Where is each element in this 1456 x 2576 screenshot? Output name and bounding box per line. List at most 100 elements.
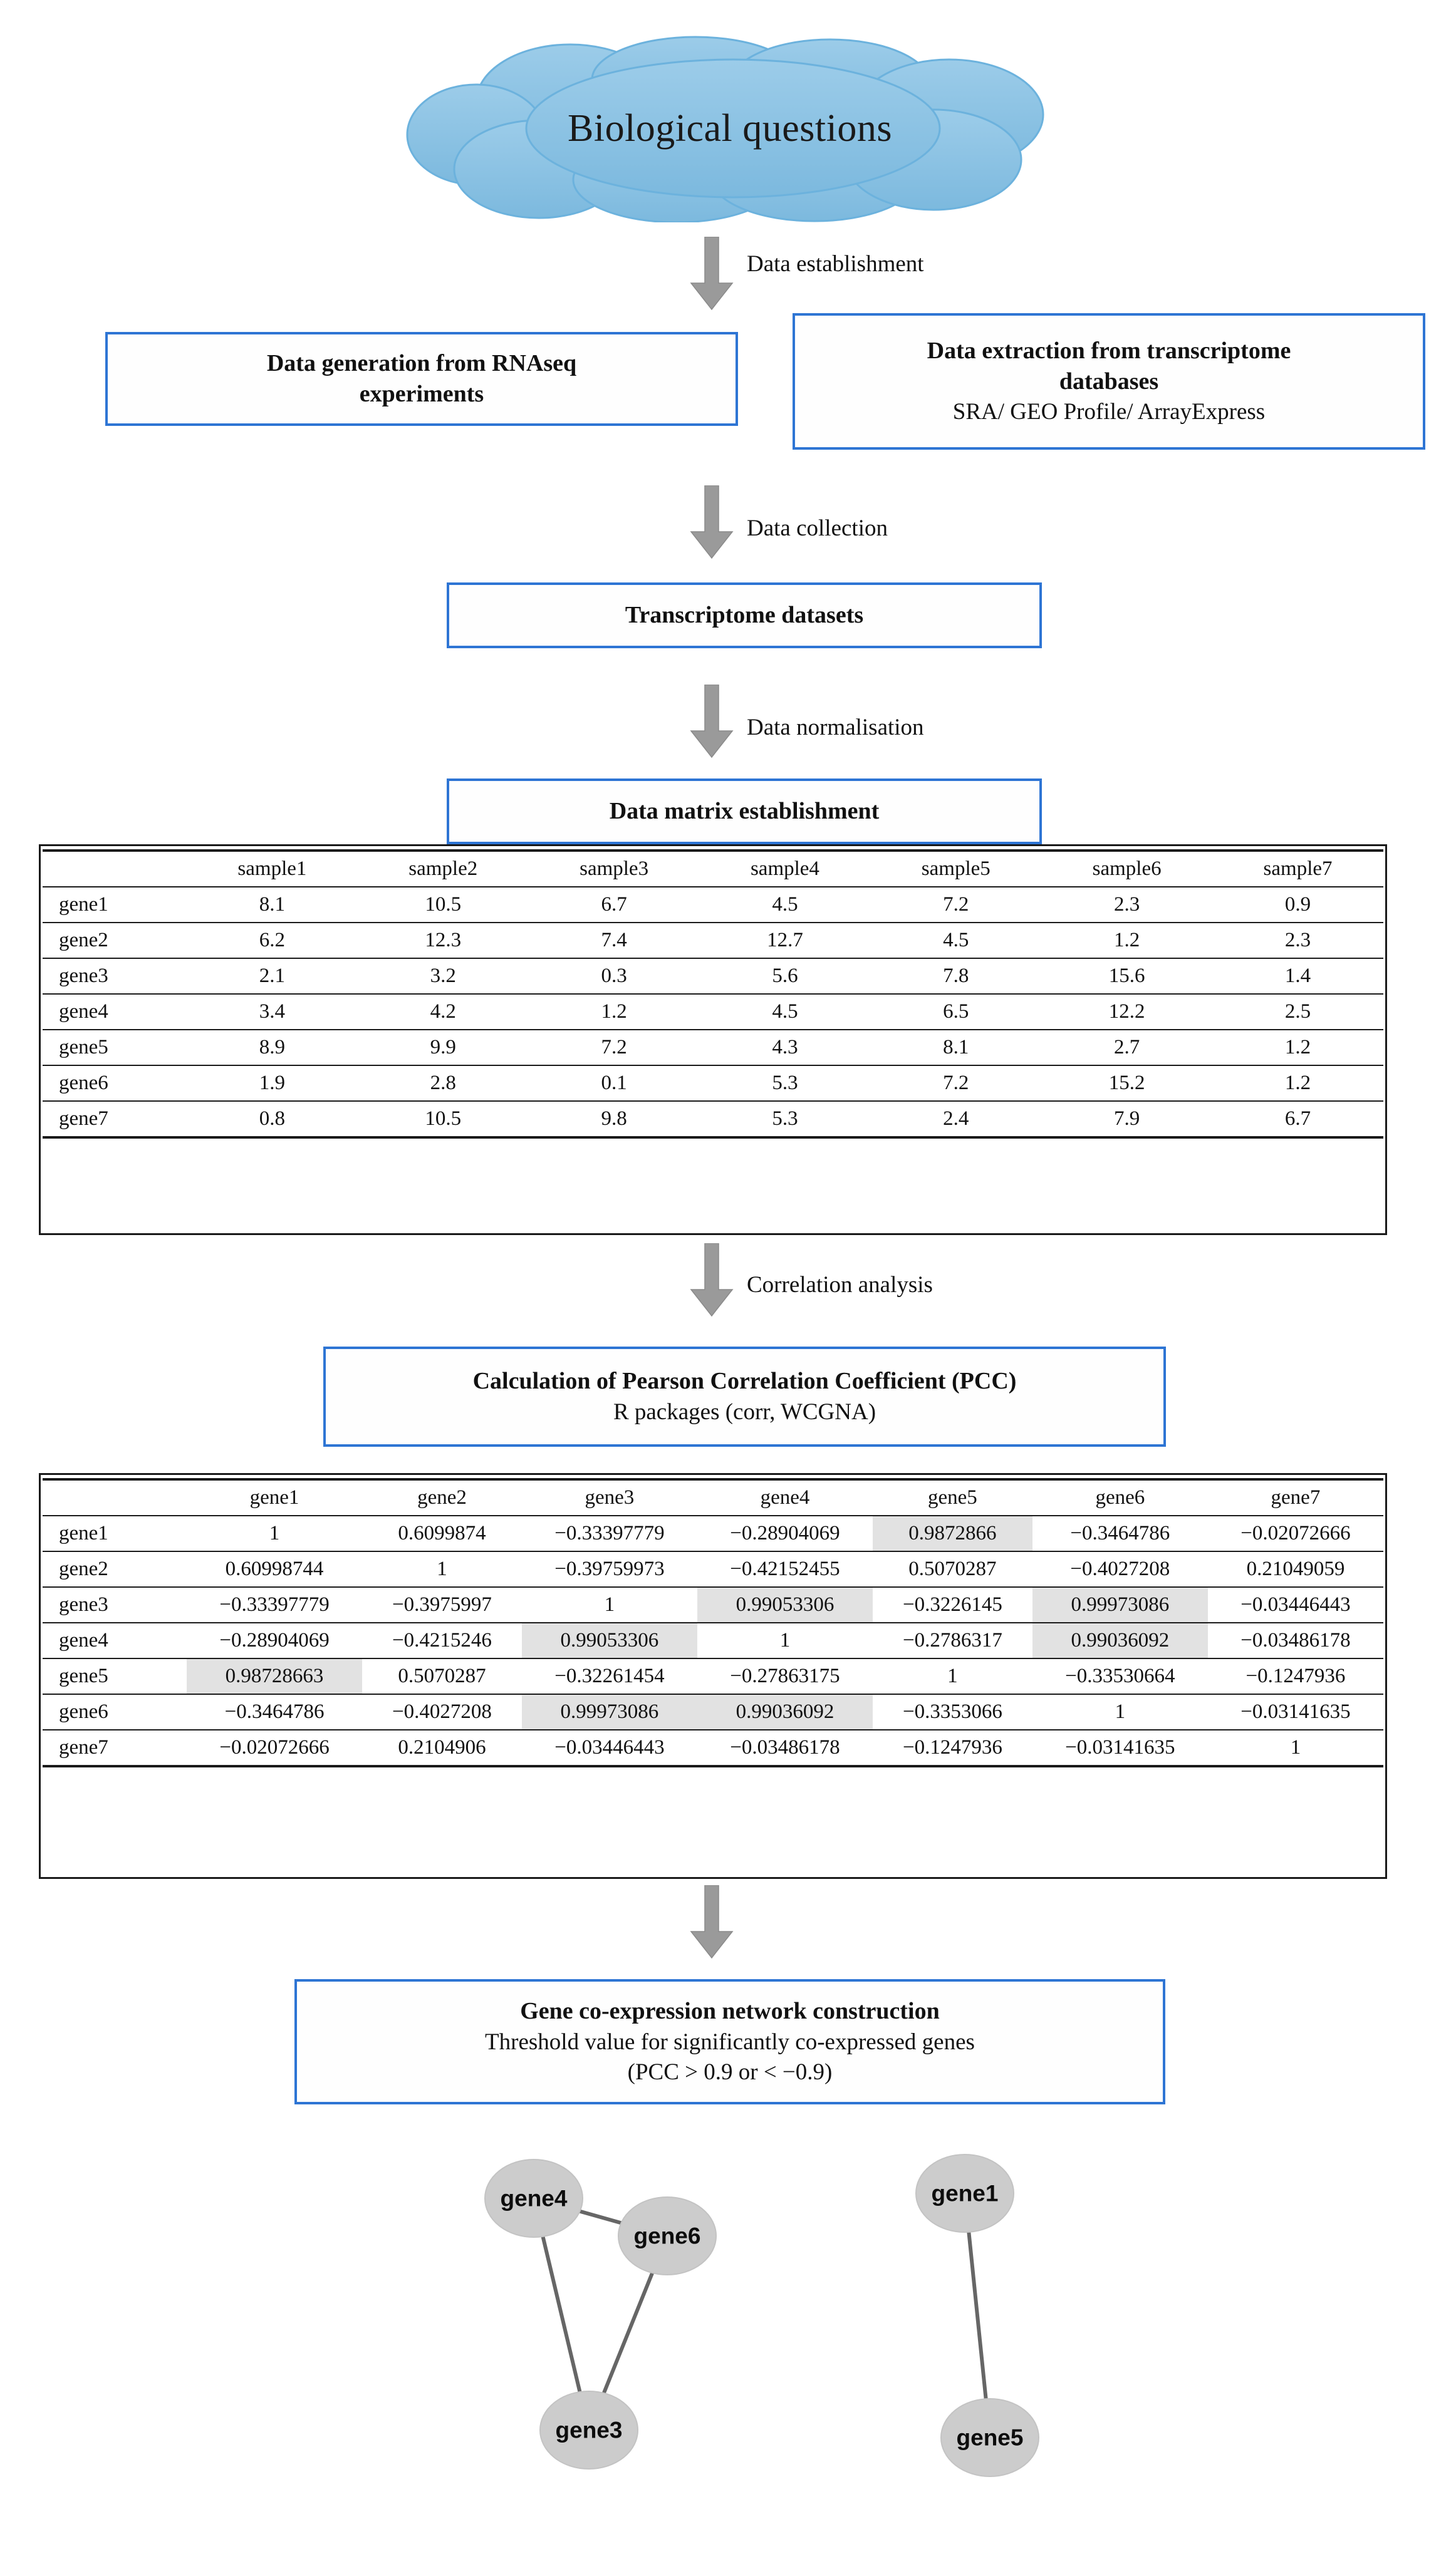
cell-gene2-gene2: 1	[362, 1551, 522, 1588]
cell-gene4-gene2: −0.4215246	[362, 1622, 522, 1659]
box-transcriptome-datasets-line1: Transcriptome datasets	[625, 601, 864, 628]
cell-gene3-sample4: 5.6	[699, 958, 871, 995]
arrow-data-normalisation-icon	[690, 685, 734, 758]
arrow-correlation-analysis-label: Correlation analysis	[747, 1272, 933, 1298]
node-label-gene1: gene1	[932, 2181, 999, 2206]
cell-gene6-sample5: 7.2	[870, 1065, 1042, 1102]
box-transcriptome-databases: Data extraction from transcriptome datab…	[793, 313, 1425, 450]
cloud-label: Biological questions	[567, 106, 893, 150]
box-pcc-line2: R packages (corr, WCGNA)	[613, 1399, 876, 1425]
cell-gene3-sample6: 15.6	[1041, 958, 1213, 995]
box-network-line1: Gene co-expression network construction	[520, 1998, 940, 2025]
cloud-shape	[406, 36, 1044, 222]
cell-gene5-sample4: 4.3	[699, 1029, 871, 1066]
arrow-data-establishment-icon	[690, 237, 734, 311]
network-node-gene1[interactable]: gene1	[915, 2154, 1014, 2233]
row-header-gene3: gene3	[43, 1586, 187, 1623]
cell-gene2-gene4: −0.42152455	[697, 1551, 873, 1588]
arrow-data-collection-icon	[690, 485, 734, 559]
cell-gene6-gene7: −0.03141635	[1207, 1694, 1383, 1730]
cell-gene5-sample1: 8.9	[187, 1029, 358, 1066]
box-data-matrix-establishment: Data matrix establishment	[447, 778, 1042, 844]
cell-gene5-gene2: 0.5070287	[362, 1658, 522, 1695]
cell-gene1-gene4: −0.28904069	[697, 1515, 873, 1552]
box-databases-line2: databases	[1059, 368, 1159, 395]
table-corner-cell	[43, 1479, 187, 1516]
cell-gene4-sample5: 6.5	[870, 993, 1042, 1030]
box-rnaseq-line1: Data generation from RNAseq	[266, 349, 577, 376]
cell-gene7-gene1: −0.02072666	[187, 1729, 363, 1767]
row-header-gene5: gene5	[43, 1029, 187, 1066]
cell-gene1-sample5: 7.2	[870, 886, 1042, 923]
box-data-matrix-line1: Data matrix establishment	[609, 797, 880, 824]
row-header-gene2: gene2	[43, 1551, 187, 1588]
cell-gene7-gene4: −0.03486178	[697, 1729, 873, 1767]
expression-matrix-frame	[39, 844, 1387, 1235]
box-pcc-line1: Calculation of Pearson Correlation Coeff…	[472, 1368, 1017, 1395]
cell-gene3-sample1: 2.1	[187, 958, 358, 995]
cell-gene6-sample3: 0.1	[528, 1065, 700, 1102]
column-header-sample6: sample6	[1041, 851, 1213, 887]
box-network-line3: (PCC > 0.9 or < −0.9)	[627, 2059, 833, 2085]
cell-gene2-sample1: 6.2	[187, 922, 358, 959]
cell-gene1-gene1: 1	[187, 1515, 363, 1552]
network-node-gene3[interactable]: gene3	[539, 2391, 638, 2470]
cell-gene4-gene4: 1	[697, 1622, 873, 1659]
row-header-gene3: gene3	[43, 958, 187, 995]
network-node-gene5[interactable]: gene5	[940, 2398, 1039, 2477]
node-label-gene6: gene6	[634, 2223, 701, 2249]
column-header-sample2: sample2	[357, 851, 529, 887]
row-header-gene1: gene1	[43, 886, 187, 923]
cell-gene5-sample2: 9.9	[357, 1029, 529, 1066]
row-header-gene6: gene6	[43, 1065, 187, 1102]
cell-gene5-sample5: 8.1	[870, 1029, 1042, 1066]
cell-gene4-gene1: −0.28904069	[187, 1622, 363, 1659]
cell-gene1-sample1: 8.1	[187, 886, 358, 923]
box-network-construction: Gene co-expression network construction …	[294, 1979, 1165, 2104]
cell-gene1-sample4: 4.5	[699, 886, 871, 923]
row-header-gene4: gene4	[43, 1622, 187, 1659]
cell-gene1-sample2: 10.5	[357, 886, 529, 923]
cell-gene4-gene7: −0.03486178	[1207, 1622, 1383, 1659]
cell-gene7-gene5: −0.1247936	[872, 1729, 1032, 1767]
cell-gene6-sample6: 15.2	[1041, 1065, 1213, 1102]
cell-gene2-gene3: −0.39759973	[521, 1551, 697, 1588]
cell-gene6-gene4: 0.99036092	[697, 1694, 873, 1730]
cell-gene4-sample7: 2.5	[1212, 993, 1383, 1030]
cell-gene6-sample4: 5.3	[699, 1065, 871, 1102]
node-ellipse-gene3	[539, 2391, 638, 2470]
cell-gene7-sample6: 7.9	[1041, 1100, 1213, 1138]
network-node-gene6[interactable]: gene6	[618, 2196, 717, 2275]
arrow-network-construction-icon	[690, 1885, 734, 1959]
cell-gene7-gene3: −0.03446443	[521, 1729, 697, 1767]
cell-gene2-sample2: 12.3	[357, 922, 529, 959]
cell-gene4-sample2: 4.2	[357, 993, 529, 1030]
cell-gene4-gene6: 0.99036092	[1032, 1622, 1208, 1659]
cell-gene6-sample7: 1.2	[1212, 1065, 1383, 1102]
cell-gene5-gene4: −0.27863175	[697, 1658, 873, 1695]
row-header-gene1: gene1	[43, 1515, 187, 1552]
cell-gene5-gene5: 1	[872, 1658, 1032, 1695]
box-rnaseq-data-generation: Data generation from RNAseq experiments	[105, 332, 738, 426]
column-header-sample7: sample7	[1212, 851, 1383, 887]
cell-gene1-sample7: 0.9	[1212, 886, 1383, 923]
column-header-sample1: sample1	[187, 851, 358, 887]
cell-gene3-sample5: 7.8	[870, 958, 1042, 995]
cell-gene4-sample4: 4.5	[699, 993, 871, 1030]
cell-gene7-sample5: 2.4	[870, 1100, 1042, 1138]
network-node-gene4[interactable]: gene4	[484, 2159, 583, 2238]
column-header-gene1: gene1	[187, 1479, 363, 1516]
row-header-gene7: gene7	[43, 1100, 187, 1138]
cell-gene5-sample6: 2.7	[1041, 1029, 1213, 1066]
cell-gene1-gene5: 0.9872866	[872, 1515, 1032, 1552]
